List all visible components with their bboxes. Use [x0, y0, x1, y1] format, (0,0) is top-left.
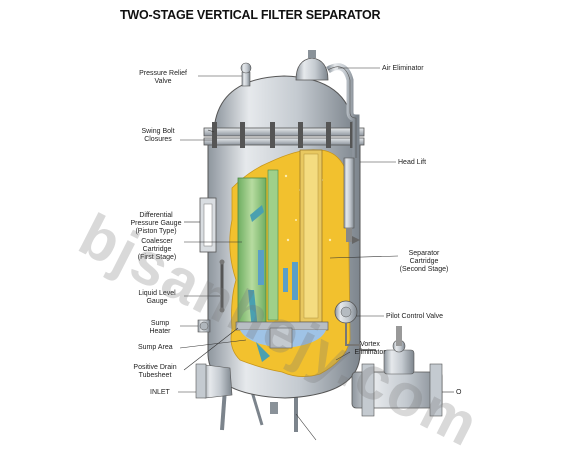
coalescer-cartridge-label: Coalescer Cartridge (First Stage): [137, 238, 177, 261]
leader-lines: [178, 67, 454, 441]
swing-bolt-closures-label: Swing Bolt Closures: [141, 128, 175, 143]
tubesheet-and-sump: [235, 321, 329, 362]
filter-separator-illustration: [178, 50, 454, 441]
pilot-control-valve-label: Pilot Control Valve: [386, 313, 444, 320]
inlet-pipe: [195, 363, 233, 399]
differential-pressure-gauge-label: Differential Pressure Gauge (Piston Type…: [130, 212, 182, 235]
pilot-control-valve: [334, 300, 376, 351]
inlet-label: INLET: [150, 389, 170, 396]
positive-drain-tubesheet-label: Positive Drain Tubesheet: [133, 364, 177, 379]
head-lift: [343, 157, 360, 244]
separator-cartridge: [283, 149, 323, 323]
air-eliminator-label: Air Eliminator: [382, 65, 424, 72]
outlet-label-partial: O: [456, 389, 462, 396]
sump-area-label: Sump Area: [138, 344, 173, 351]
separator-cartridge-label: Separator Cartridge (Second Stage): [399, 250, 449, 273]
vortex-eliminator-label: Vortex Eliminator: [354, 341, 386, 356]
liquid-level-gauge-label: Liquid Level Gauge: [138, 290, 176, 305]
sump-heater-label: Sump Heater: [149, 320, 171, 335]
differential-pressure-gauge: [199, 197, 217, 253]
coalescer-cartridges: [237, 169, 279, 330]
diagram-title: TWO-STAGE VERTICAL FILTER SEPARATOR: [120, 8, 381, 22]
sump-heater: [197, 319, 211, 333]
air-eliminator: [295, 50, 360, 158]
pressure-relief-valve: [240, 62, 252, 87]
head-lift-label: Head Lift: [398, 159, 427, 166]
pressure-relief-valve-label: Pressure Relief Valve: [139, 70, 187, 85]
outlet-valve: [351, 326, 443, 417]
liquid-level-gauge: [219, 259, 225, 313]
